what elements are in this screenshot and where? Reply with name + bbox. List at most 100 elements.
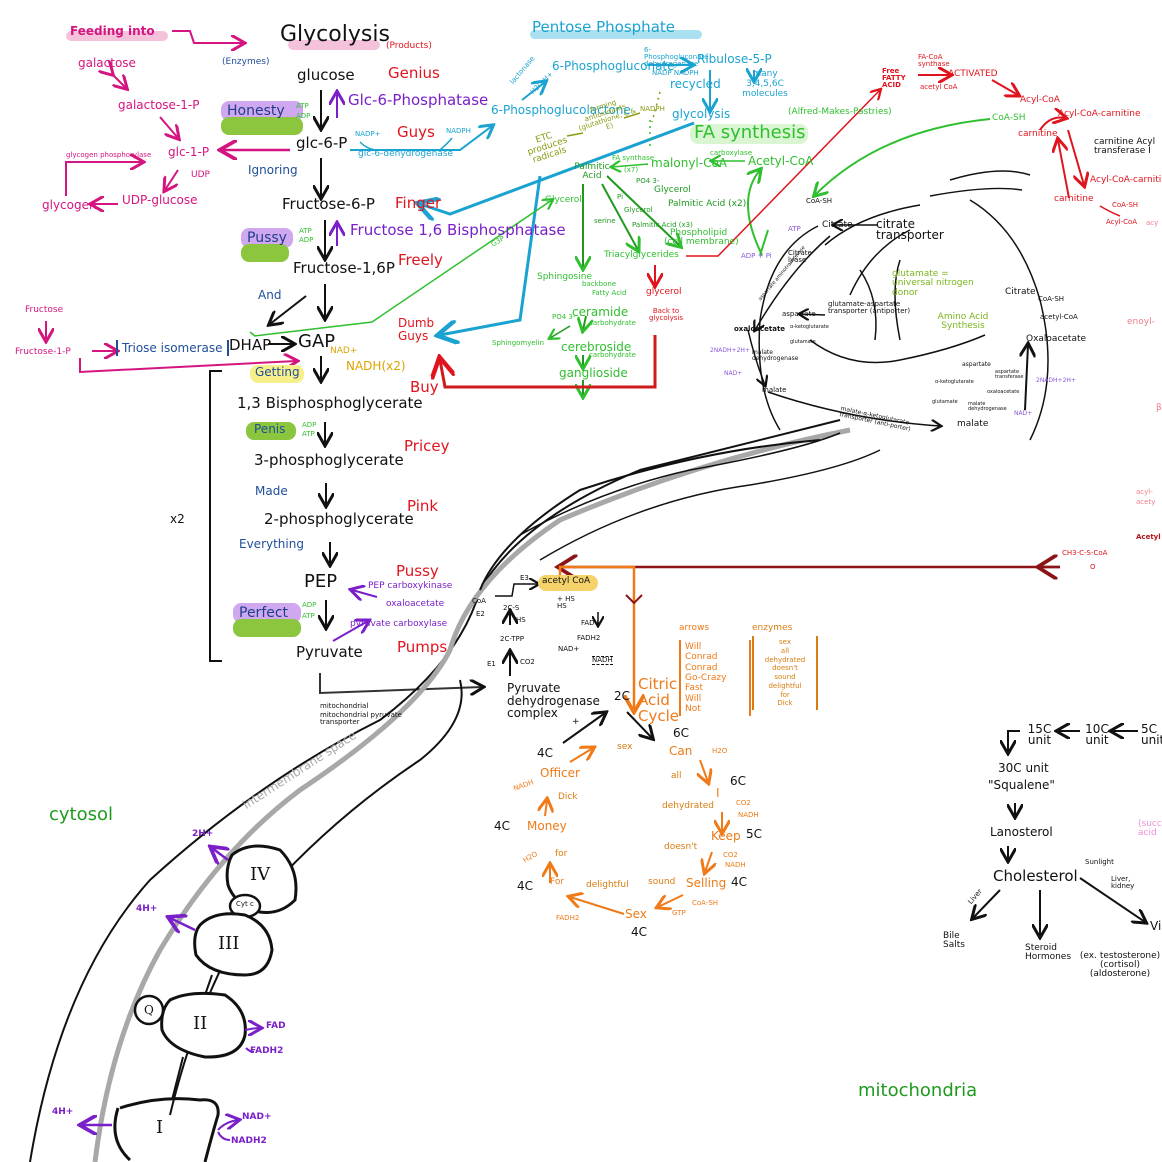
fructose-6-p: Fructose-6-P: [282, 195, 375, 213]
adp-4: ADP: [302, 601, 317, 609]
asp-transferase-right: aspartate transferase: [995, 369, 1024, 380]
cell-membrane: (cell membrane): [664, 237, 739, 247]
nadp-nadph: NADP NADPH: [652, 69, 699, 77]
complex-ii-label: II: [193, 1013, 208, 1034]
plus-sign: +: [572, 717, 580, 727]
lanosterol: Lanosterol: [990, 825, 1053, 839]
tag-pi: Pi: [617, 193, 624, 201]
mnemonic-guys: Guys: [397, 123, 435, 141]
citrate-lyase: Citrate lyase: [788, 249, 812, 264]
acyl-coa-carnitine: Acyl-CoA-carnitine: [1058, 109, 1141, 119]
backbone: backbone: [582, 280, 617, 288]
complex-iv-label: IV: [250, 864, 271, 885]
cerebroside: cerebroside: [561, 340, 632, 354]
oxaloacetate-gluconeo: oxaloacetate: [386, 599, 445, 609]
carnitine-transferase: carnitine Acyl transferase I: [1094, 137, 1156, 156]
coa-sh-right: CoA-SH: [1038, 295, 1065, 303]
glycolysis-title: Glycolysis: [280, 22, 390, 47]
glutamate-left: glutamate: [790, 339, 816, 345]
nadp-plus: NADP+: [355, 130, 381, 138]
enzymes-header: (Enzymes): [222, 57, 270, 67]
enzyme-item: dehydrated: [764, 655, 806, 664]
adp-3: ADP: [302, 421, 317, 429]
highlight-pentose: [530, 30, 702, 39]
acyl-coa-carnitine-2: Acyl-CoA-carnitine: [1090, 175, 1162, 185]
atp-3: ATP: [302, 430, 315, 438]
pep: PEP: [304, 571, 338, 592]
cac-for-small: for: [555, 849, 568, 859]
ch3-formula: CH3-C-S-CoA: [1062, 549, 1108, 557]
complex-i-label: I: [156, 1117, 164, 1138]
nadph: NADPH: [446, 127, 471, 135]
carbon-5c: 5C: [746, 827, 763, 841]
nad-left: NAD+: [724, 370, 743, 377]
acy-cut: acy: [1146, 219, 1159, 227]
coa-sh-black: CoA-SH: [806, 197, 833, 205]
nad-plus: NAD+: [330, 346, 358, 356]
atp-purple: ATP: [788, 225, 801, 233]
activated: ACTIVATED: [948, 69, 998, 79]
mnemonic-freely: Freely: [398, 251, 443, 269]
carnitine-2: carnitine: [1054, 194, 1094, 204]
arrow-item: Fast: [685, 683, 704, 694]
mnemonic-pricey: Pricey: [404, 437, 450, 455]
ganglioside: ganglioside: [559, 366, 628, 380]
atp-2: ATP: [299, 227, 312, 235]
nadph-small: NADPH: [640, 105, 665, 113]
cac-delightful: delightful: [586, 880, 629, 890]
x7: (x7): [624, 166, 639, 174]
mnemonic-pussy: Pussy: [241, 228, 293, 262]
cac-nadh-1: NADH: [738, 811, 759, 819]
pg-2: 2-phosphoglycerate: [264, 510, 414, 528]
fructose-16-bisphosphatase: Fructose 1,6 Bisphosphatase: [350, 221, 566, 239]
bpg-13: 1,3 Bisphosphoglycerate: [237, 394, 423, 412]
cac-dehydrated: dehydrated: [662, 801, 714, 811]
cac-money: Money: [527, 819, 567, 833]
glycerol-red: glycerol: [646, 287, 682, 297]
back-to-glycolysis: Back to glycolysis: [649, 307, 683, 322]
glycerol-fa: Glycerol: [545, 195, 582, 205]
carbon-2c: 2C: [614, 689, 631, 703]
nad-plus-etc: NAD+: [242, 1112, 272, 1122]
arrows-list: Will Conrad Conrad Go-Crazy Fast Will No…: [679, 640, 751, 717]
gap: GAP: [298, 331, 336, 352]
mnemonic-finger: Finger: [395, 194, 442, 212]
phosphogluconolactone: 6-Phosphoglucolactone: [491, 103, 631, 117]
aspartate-left: aspartate: [782, 310, 816, 318]
aspartate-right: aspartate: [962, 361, 991, 368]
acetyl-coa-small: acetyl CoA: [920, 83, 958, 91]
triacylglycerides: Triacylglycerides: [604, 250, 679, 260]
coa-sh-green: CoA-SH: [992, 113, 1026, 123]
po4-sphingo: PO4 3-: [552, 313, 576, 321]
g6p-dehydrogenase: glc-6-dehydrogenase: [358, 149, 454, 159]
mnemonic-getting: Getting: [255, 365, 300, 379]
carbon-4c-b: 4C: [631, 925, 648, 939]
sphingosine: Sphingosine: [537, 272, 592, 282]
tag-palmitic: Palmitic Acid (x3): [632, 221, 693, 229]
adp-2: ADP: [299, 236, 314, 244]
enzymes-header-cac: enzymes: [752, 623, 793, 633]
malonyl-coa: malonyl-CoA: [651, 156, 728, 170]
malate-dehydrogenase-right: malate dehydrogenase: [968, 401, 1007, 412]
mito-pyruvate-transporter-1: mitochondrial: [320, 702, 369, 710]
steroid-hormones: Steroid Hormones: [1025, 943, 1072, 962]
enzyme-item: doesn't: [772, 664, 798, 673]
cac-sex-small: sex: [617, 742, 633, 752]
mnemonic-buy: Buy: [410, 378, 439, 396]
ribulose-5-p: Ribulose-5-P: [697, 52, 772, 66]
citric-title: Citric Acid Cycle: [638, 675, 679, 725]
carbon-4c-e: 4C: [537, 746, 554, 760]
glc-6-phosphatase: Glc-6-Phosphatase: [348, 91, 489, 109]
malate-left: malate: [762, 386, 787, 394]
many-molecules: many 3,4,5,6C molecules: [742, 69, 788, 99]
mnemonic-pink: Pink: [407, 497, 439, 515]
enzyme-item: all: [780, 646, 790, 655]
mnemonic-penis: Penis: [254, 422, 286, 436]
udp-glucose: UDP-glucose: [122, 193, 198, 207]
mnemonic-genius: Genius: [388, 64, 440, 82]
palmitic-x2: Palmitic Acid (x2): [668, 199, 747, 209]
fad-label: FAD: [266, 1021, 286, 1031]
chol-5c: 5C unit: [1141, 722, 1162, 748]
mnemonic-pumps: Pumps: [397, 638, 448, 656]
